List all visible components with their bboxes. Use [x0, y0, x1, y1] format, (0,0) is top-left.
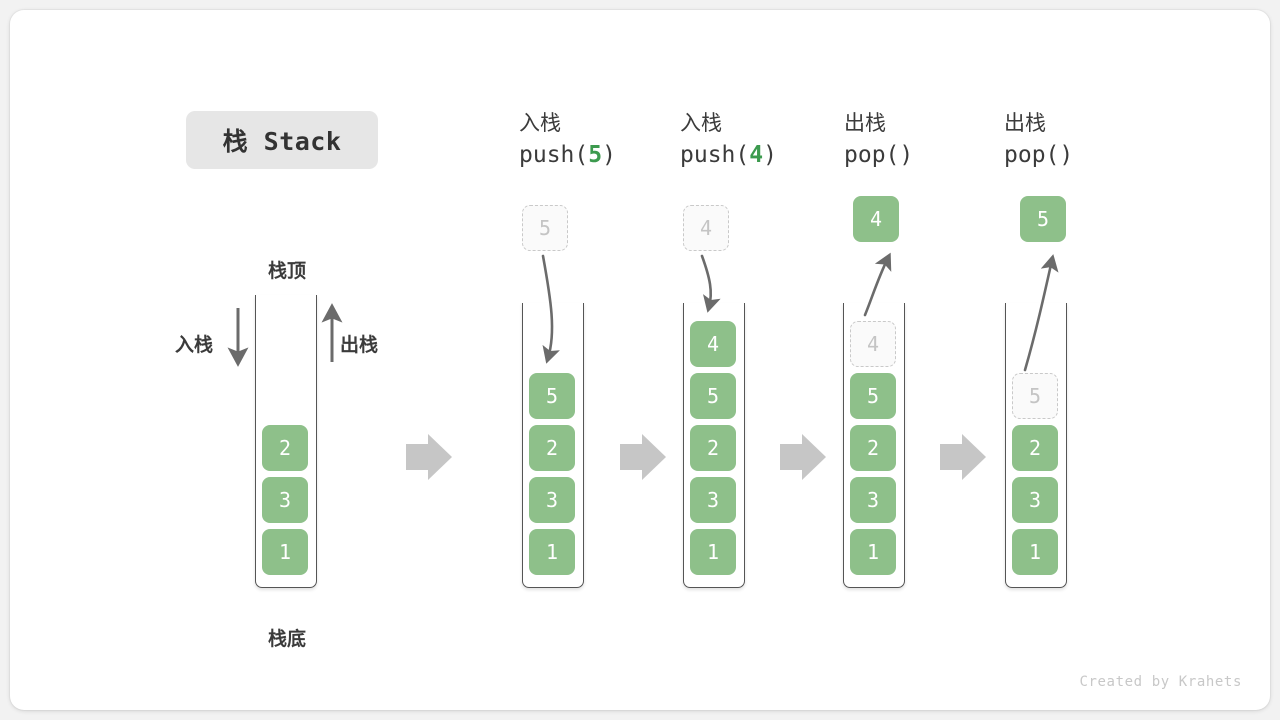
pop-direction-label: 出栈 — [340, 334, 379, 356]
step-arrow-icon — [406, 434, 452, 480]
stack-cell: 3 — [690, 477, 736, 523]
code-prefix: pop( — [1004, 142, 1060, 168]
caption-cn: 出栈 — [1004, 111, 1046, 135]
column-caption-pop-1: 出栈 pop() — [844, 108, 1024, 172]
stack-cell: 5 — [690, 373, 736, 419]
caption-cn: 入栈 — [680, 111, 722, 135]
stack-cell: 1 — [529, 529, 575, 575]
stack-cell: 2 — [690, 425, 736, 471]
caption-code: push(4) — [680, 138, 860, 172]
caption-code: push(5) — [519, 138, 699, 172]
code-prefix: push( — [519, 142, 589, 168]
column-caption-push-4: 入栈 push(4) — [680, 108, 860, 172]
stack-cell: 3 — [1012, 477, 1058, 523]
stack-cell: 3 — [262, 477, 308, 523]
stack-container-pop-2 — [1005, 303, 1067, 588]
stack-cell: 3 — [529, 477, 575, 523]
figure-title-badge: 栈 Stack — [186, 111, 378, 169]
stack-cell: 1 — [690, 529, 736, 575]
caption-code: pop() — [1004, 138, 1184, 172]
step-arrow-icon — [620, 434, 666, 480]
stack-container-pop-1 — [843, 303, 905, 588]
step-arrow-icon — [940, 434, 986, 480]
code-prefix: push( — [680, 142, 750, 168]
stack-bottom-label: 栈底 — [268, 628, 307, 650]
popped-cell: 4 — [853, 196, 899, 242]
push-direction-label: 入栈 — [175, 334, 214, 356]
floating-ghost-cell: 5 — [522, 205, 568, 251]
diagram-stage: 栈 Stack 栈顶 栈底 入栈 出栈 2 3 1 入栈 push(5) 5 5… — [10, 10, 1270, 710]
stack-cell: 5 — [850, 373, 896, 419]
code-arg: 5 — [588, 142, 603, 168]
code-suffix: ) — [1059, 142, 1074, 168]
column-caption-push-5: 入栈 push(5) — [519, 108, 699, 172]
figure-title-text: 栈 Stack — [222, 127, 342, 156]
caption-code: pop() — [844, 138, 1024, 172]
push-flow-arrow-4 — [700, 254, 721, 313]
column-caption-pop-2: 出栈 pop() — [1004, 108, 1184, 172]
caption-cn: 出栈 — [844, 111, 886, 135]
stack-container-initial — [255, 295, 317, 588]
stack-cell: 4 — [690, 321, 736, 367]
stack-cell: 2 — [262, 425, 308, 471]
stack-cell: 5 — [529, 373, 575, 419]
stack-container-push-4 — [683, 303, 745, 588]
vacated-ghost-cell: 4 — [850, 321, 896, 367]
stack-container-push-5 — [522, 303, 584, 588]
stack-cell: 2 — [850, 425, 896, 471]
stack-cell: 1 — [850, 529, 896, 575]
code-suffix: ) — [899, 142, 914, 168]
vacated-ghost-cell: 5 — [1012, 373, 1058, 419]
step-arrow-icon — [780, 434, 826, 480]
figure-card: 栈 Stack 栈顶 栈底 入栈 出栈 2 3 1 入栈 push(5) 5 5… — [10, 10, 1270, 710]
floating-ghost-cell: 4 — [683, 205, 729, 251]
code-prefix: pop( — [844, 142, 900, 168]
popped-cell: 5 — [1020, 196, 1066, 242]
stack-cell: 2 — [529, 425, 575, 471]
caption-cn: 入栈 — [519, 111, 561, 135]
stack-top-label: 栈顶 — [268, 260, 307, 282]
stack-cell: 3 — [850, 477, 896, 523]
stack-cell: 1 — [1012, 529, 1058, 575]
credit-text: Created by Krahets — [1079, 674, 1242, 690]
code-arg: 4 — [749, 142, 764, 168]
code-suffix: ) — [602, 142, 616, 168]
code-suffix: ) — [763, 142, 777, 168]
stack-cell: 1 — [262, 529, 308, 575]
stack-cell: 2 — [1012, 425, 1058, 471]
